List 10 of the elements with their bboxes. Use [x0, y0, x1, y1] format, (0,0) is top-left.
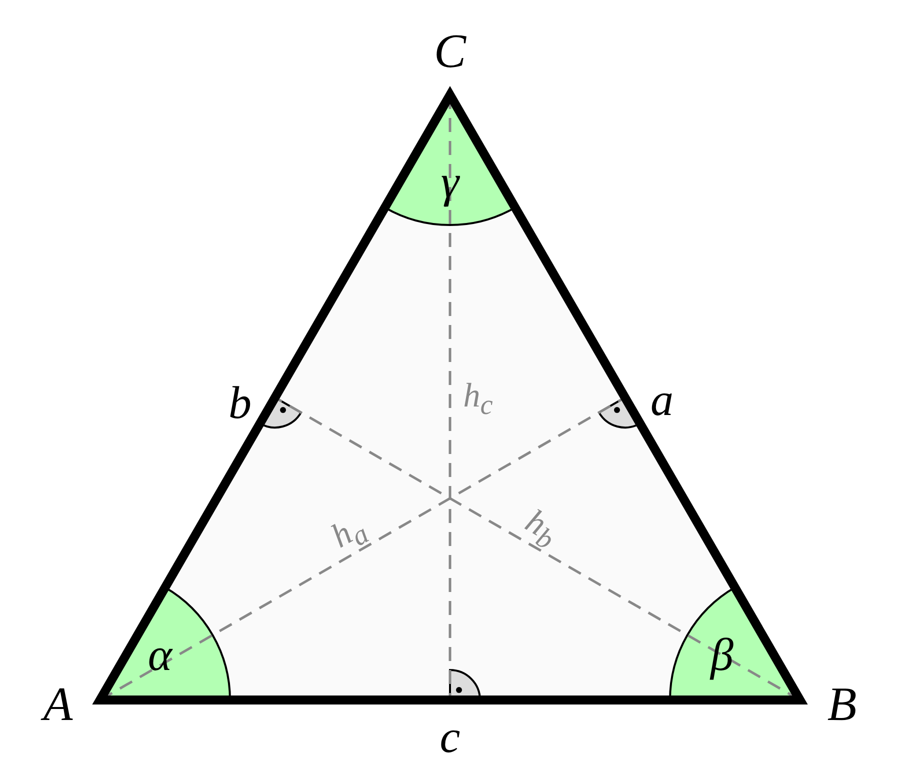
side-label: a — [650, 377, 674, 423]
angle-label: α — [148, 632, 172, 678]
angle-label: β — [710, 632, 734, 678]
side-label: c — [440, 714, 460, 760]
vertex-label: A — [43, 681, 73, 729]
vertex-label: C — [434, 28, 466, 76]
altitude-label: h$_{c}$ — [463, 379, 493, 421]
angle-label: γ — [440, 159, 460, 205]
vertex-label: B — [827, 681, 857, 729]
side-label: b — [228, 380, 252, 426]
